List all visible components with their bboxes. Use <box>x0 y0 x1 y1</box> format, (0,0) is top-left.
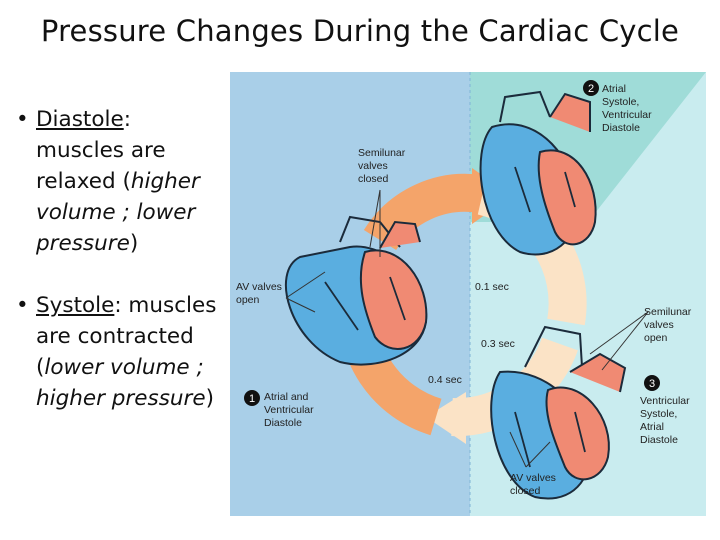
step-badge-3: 3 <box>644 375 660 391</box>
term-systole: Systole <box>36 293 115 318</box>
label-time-0-3: 0.3 sec <box>481 338 515 350</box>
label-line: Diastole <box>264 417 302 429</box>
text: relaxed ( <box>36 169 131 194</box>
step-number: 2 <box>588 83 594 95</box>
cycle-arrowhead-lower <box>426 392 466 444</box>
step-number: 3 <box>649 378 655 390</box>
label-line: Diastole <box>602 122 640 134</box>
label-line: Atrial <box>640 421 664 433</box>
separator: : <box>123 107 131 132</box>
line-italic: volume ; lower <box>36 200 196 225</box>
label-line: closed <box>510 485 541 497</box>
label-line: Systole, <box>640 408 677 420</box>
cardiac-cycle-figure: 1 2 3 Semilunar valves closed AV valves … <box>230 72 706 516</box>
pointer-lines <box>285 189 649 468</box>
label-stage-2: Atrial Systole, Ventricular Diastole <box>602 83 655 134</box>
label-time-0-1: 0.1 sec <box>475 281 509 293</box>
line: (lower volume ; <box>36 352 231 383</box>
label-av-open: AV valves open <box>236 281 285 306</box>
label-time-0-4: 0.4 sec <box>428 374 462 386</box>
label-line: Semilunar <box>644 306 692 318</box>
line: pressure) <box>36 228 231 259</box>
line: relaxed (higher <box>36 166 231 197</box>
text-italic: higher pressure <box>36 386 206 411</box>
step-badge-1: 1 <box>244 390 260 406</box>
label-stage-3: Ventricular Systole, Atrial Diastole <box>640 395 693 446</box>
label-stage-1: Atrial and Ventricular Diastole <box>264 391 317 429</box>
bullet-list: • Diastole: muscles are relaxed ( higher … <box>16 104 231 445</box>
cycle-arrow-upper <box>363 173 483 251</box>
label-line: AV valves <box>236 281 282 293</box>
text: ( <box>36 355 45 380</box>
label-line: Atrial and <box>264 391 309 403</box>
label-line: valves <box>644 319 674 331</box>
cardiac-cycle-diagram: 1 2 3 Semilunar valves closed AV valves … <box>230 72 706 516</box>
label-line: valves <box>358 160 388 172</box>
bullet-diastole: • Diastole: muscles are relaxed (higher … <box>16 104 231 259</box>
slide-title: Pressure Changes During the Cardiac Cycl… <box>40 14 680 48</box>
text: ) <box>129 231 139 256</box>
text: ) <box>205 386 214 411</box>
bullet-systole: • Systole: muscles are contracted (lower… <box>16 290 231 414</box>
step-number: 1 <box>249 393 255 405</box>
text-italic: higher <box>130 169 200 194</box>
label-line: Diastole <box>640 434 678 446</box>
label-av-closed: AV valves closed <box>510 472 559 497</box>
label-line: Ventricular <box>602 109 652 121</box>
heart-atrial-systole <box>479 90 597 256</box>
text-italic: pressure <box>36 231 130 256</box>
label-line: open <box>644 332 668 344</box>
text-italic: lower volume ; <box>44 355 204 380</box>
step-badge-2: 2 <box>583 80 599 96</box>
separator: : muscles <box>114 293 217 318</box>
heart-diastole <box>284 215 428 366</box>
line: muscles are <box>36 138 166 163</box>
line: higher pressure) <box>36 383 231 414</box>
label-line: AV valves <box>510 472 556 484</box>
label-semilunar-closed: Semilunar valves closed <box>358 147 408 185</box>
term-diastole: Diastole <box>36 107 124 132</box>
label-line: Ventricular <box>640 395 690 407</box>
label-line: Atrial <box>602 83 626 95</box>
label-line: Ventricular <box>264 404 314 416</box>
line: are contracted <box>36 324 194 349</box>
heart-ventricular-systole <box>490 325 627 500</box>
label-line: Systole, <box>602 96 639 108</box>
label-line: Semilunar <box>358 147 406 159</box>
label-semilunar-open: Semilunar valves open <box>644 306 694 344</box>
bullet-dot: • <box>16 107 29 132</box>
label-line: open <box>236 294 260 306</box>
label-line: closed <box>358 173 389 185</box>
bullet-dot: • <box>16 293 29 318</box>
